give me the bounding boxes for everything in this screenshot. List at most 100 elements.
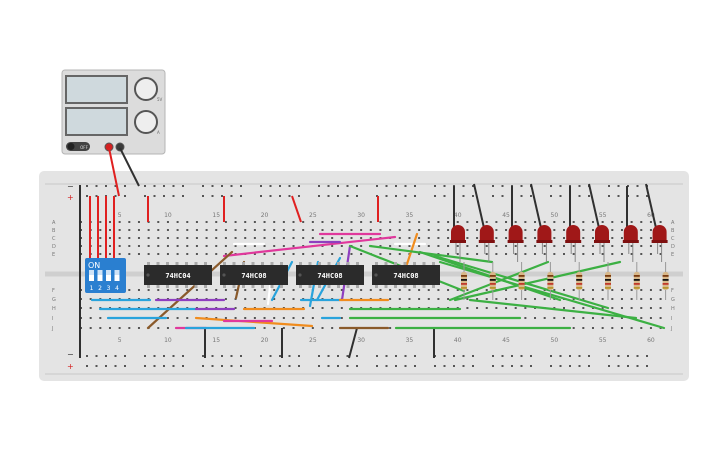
power-switch-label: OFF	[80, 145, 88, 150]
chip-label: 74HC08	[317, 272, 342, 280]
chip-74hc08-4[interactable]: 74HC08	[372, 262, 440, 288]
resistor-band	[576, 287, 583, 289]
chip-pin	[280, 284, 283, 288]
wire-green-6[interactable]	[448, 260, 550, 302]
chip-74hc08-3[interactable]: 74HC08	[296, 262, 364, 288]
chip-pin	[308, 262, 312, 266]
led-body	[595, 225, 609, 242]
chip-pin	[204, 284, 207, 288]
resistor-1[interactable]	[461, 262, 467, 300]
dip-toggle-1[interactable]	[89, 270, 94, 281]
resistor-band	[633, 275, 640, 277]
resistor-band	[662, 283, 669, 285]
resistor-band	[489, 275, 496, 277]
chip-label: 74HC08	[241, 272, 266, 280]
led-7[interactable]	[622, 225, 639, 262]
ic-chips[interactable]: 74HC04 74HC08 74HC08 74HC08	[144, 262, 440, 288]
resistor-band	[518, 283, 525, 285]
led-rim	[478, 240, 495, 243]
wire-ground-led6[interactable]	[588, 183, 600, 229]
resistor-band	[605, 275, 611, 277]
negative-terminal[interactable]	[115, 142, 125, 152]
resistor-band	[547, 279, 554, 281]
resistor-3[interactable]	[518, 262, 525, 300]
wire-green-7[interactable]	[453, 260, 622, 302]
voltage-knob-label: 5V	[157, 97, 163, 102]
led-body	[566, 225, 581, 242]
chip-pin	[432, 284, 435, 288]
resistor-band	[489, 283, 496, 285]
led-array[interactable]	[450, 225, 668, 262]
wire-ground-led8[interactable]	[645, 183, 657, 229]
dip-toggle-4[interactable]	[114, 270, 120, 281]
chip-pin	[270, 262, 274, 266]
wire-ground-led4[interactable]	[530, 183, 542, 229]
chip-pin	[251, 262, 255, 266]
led-rim	[450, 240, 466, 243]
dip-toggle-3[interactable]	[106, 270, 111, 281]
led-8[interactable]	[651, 225, 668, 262]
resistor-5[interactable]	[576, 262, 583, 300]
led-body	[479, 225, 494, 242]
chip-pin	[327, 262, 331, 266]
resistor-2[interactable]	[489, 262, 496, 300]
led-4[interactable]	[536, 225, 553, 262]
power-supply[interactable]: 5V A OFF	[61, 69, 166, 155]
dip-toggle-lever	[89, 270, 94, 275]
led-1[interactable]	[450, 225, 466, 262]
led-6[interactable]	[594, 225, 610, 262]
chip-pin	[261, 284, 264, 288]
chip-pin	[403, 262, 407, 266]
resistor-band	[576, 279, 583, 281]
chip-pin	[204, 262, 207, 266]
wire-psu-negative[interactable]	[119, 147, 140, 187]
chip-pin	[346, 284, 350, 288]
chip-pin	[280, 262, 283, 266]
chip-pin	[251, 284, 255, 288]
column-label: 25	[309, 212, 317, 219]
ground-wires[interactable]	[79, 147, 657, 359]
resistor-4[interactable]	[547, 262, 554, 300]
chip-74hc04-1[interactable]: 74HC04	[144, 262, 212, 288]
column-label: 35	[406, 212, 414, 219]
wire-psu-positive[interactable]	[108, 147, 120, 197]
dip-toggle-lever	[106, 270, 111, 275]
wire-ground-led2[interactable]	[473, 183, 485, 229]
resistor-band	[489, 279, 496, 281]
chip-pin	[166, 262, 169, 266]
led-rim	[565, 240, 582, 243]
wire-pink-long[interactable]	[222, 235, 397, 258]
wire-brown-1[interactable]	[146, 250, 234, 330]
led-5[interactable]	[565, 225, 582, 262]
resistor-band	[547, 283, 554, 285]
column-label: 40	[454, 212, 462, 219]
chip-pin	[375, 284, 378, 288]
led-3[interactable]	[507, 225, 524, 262]
power-wires[interactable]	[89, 147, 379, 260]
resistor-6[interactable]	[605, 262, 611, 300]
column-labels: 5510101515202025253030353540404545505055…	[118, 212, 655, 344]
current-knob[interactable]	[134, 110, 158, 134]
wire-green-8[interactable]	[468, 298, 638, 320]
resistor-8[interactable]	[662, 262, 669, 300]
led-2[interactable]	[478, 225, 495, 262]
dip-toggle-2[interactable]	[97, 270, 103, 281]
wire-green-2[interactable]	[368, 244, 494, 264]
dip-position-label: 1	[90, 285, 94, 292]
resistor-7[interactable]	[633, 262, 640, 300]
minus-bottom-symbol: −	[67, 350, 74, 359]
wire-vcc-chip3[interactable]	[291, 195, 302, 223]
chip-pin	[261, 262, 264, 266]
wire-ground-chip4[interactable]	[348, 327, 358, 359]
chip-pin	[194, 262, 198, 266]
voltage-knob[interactable]	[134, 77, 158, 101]
row-label: F	[671, 288, 674, 294]
resistor-band	[518, 275, 525, 277]
chip-pin	[422, 284, 426, 288]
wire-orange-1[interactable]	[405, 232, 419, 266]
resistor-array[interactable]	[461, 262, 669, 300]
chip-74hc08-2[interactable]: 74HC08	[220, 262, 288, 288]
